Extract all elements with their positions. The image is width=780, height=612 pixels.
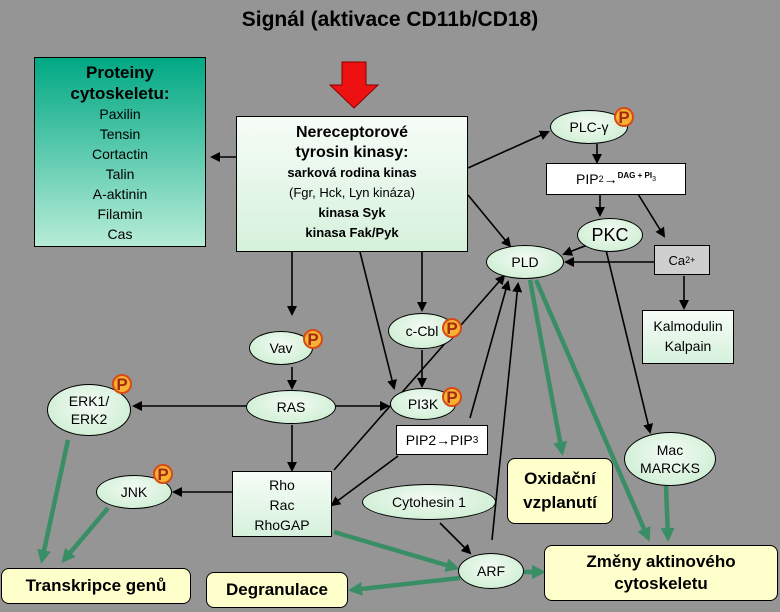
pip2-label: PIP	[576, 171, 599, 187]
arrow-pi3k-pld	[469, 280, 511, 419]
pip2pip3-b: PIP	[450, 432, 473, 448]
arrow-kinases-plc	[467, 130, 550, 169]
phosphorylation-badge-icon: P	[112, 374, 132, 394]
arrow-cytohesin-arf	[439, 522, 472, 555]
tyrosine-kinases-box: Nereceptorové tyrosin kinasy: sarková ro…	[236, 116, 468, 252]
diagram-title: Signál (aktivace CD11b/CD18)	[241, 8, 539, 31]
arrow-kinases-pi3k	[359, 251, 397, 390]
phosphorylation-badge-icon: P	[442, 318, 462, 338]
zmeny-line-2: cytoskeletu	[614, 574, 708, 593]
erk2-label: ERK2	[70, 411, 108, 427]
pip2-arrow: →	[603, 171, 618, 187]
proteins-heading-1: Proteiny	[85, 63, 155, 82]
pip2pip3-a: PIP2	[405, 432, 437, 448]
phosphorylation-badge-icon: P	[153, 464, 173, 484]
cytohesin-label: Cytohesin 1	[392, 494, 466, 510]
oxid-line-2: vzplanutí	[523, 493, 597, 512]
kinases-sarc-detail: (Fgr, Hck, Lyn kináza)	[289, 185, 415, 200]
kalmodulin-label: Kalmodulin	[653, 318, 723, 334]
phosphorylation-badge-icon: P	[614, 107, 634, 127]
zmeny-line-1: Změny aktinového	[586, 552, 736, 571]
signal-arrow	[328, 61, 380, 109]
arrow-rho-pld	[333, 274, 506, 471]
green-arrow-rho-arf	[333, 529, 460, 572]
kinases-heading-2: tyrosin kinasy:	[295, 144, 409, 161]
protein-item: A-aktinin	[92, 186, 148, 202]
cytoskeleton-proteins-box: Proteiny cytoskeletu: Paxilin Tensin Cor…	[34, 57, 206, 247]
pi3k-label: PI3K	[407, 396, 439, 412]
rac-label: Rac	[269, 497, 295, 513]
green-arrow-arf-degranulace	[348, 575, 461, 596]
kinases-syk: kinasa Syk	[318, 205, 386, 220]
green-arrow-mac-zmeny	[660, 485, 675, 542]
arrow-arf-pld	[491, 282, 523, 541]
vav-node: Vav	[249, 331, 313, 365]
protein-item: Paxilin	[99, 106, 141, 122]
jnk-label: JNK	[120, 484, 148, 500]
phosphorylation-badge-icon: P	[303, 329, 323, 349]
protein-item: Talin	[105, 166, 135, 182]
gene-transcription-box: Transkripce genů	[1, 568, 191, 604]
ras-label: RAS	[276, 399, 306, 415]
kinases-heading-1: Nereceptorové	[295, 124, 409, 141]
vav-label: Vav	[269, 340, 293, 356]
degranulation-box: Degranulace	[206, 572, 348, 608]
oxidative-burst-box: Oxidační vzplanutí	[507, 458, 613, 524]
rho-label: Rho	[269, 477, 295, 493]
actin-cytoskeleton-changes-box: Změny aktinového cytoskeletu	[544, 545, 778, 601]
kinases-sarc: sarková rodina kinas	[287, 165, 417, 180]
pkc-label: PKC	[591, 224, 629, 245]
plc-label: PLC-	[569, 119, 602, 135]
arf-node: ARF	[458, 553, 524, 589]
pld-label: PLD	[511, 254, 539, 270]
arrow-kinases-pld	[467, 194, 512, 248]
pip2-products-sub: 3	[652, 175, 656, 183]
cytohesin-node: Cytohesin 1	[362, 484, 496, 520]
arrow-pkc-mac	[605, 249, 653, 434]
kinases-fak: kinasa Fak/Pyk	[305, 225, 399, 240]
pip2-products: DAG + PI	[617, 170, 653, 180]
ccbl-label: c-Cbl	[405, 323, 439, 339]
pld-node: PLD	[486, 245, 564, 279]
proteins-heading-2: cytoskeletu:	[70, 84, 170, 103]
erk1-label: ERK1/	[68, 393, 110, 409]
protein-item: Cortactin	[91, 146, 149, 162]
protein-item: Filamin	[97, 206, 143, 222]
green-arrow-jnk-transkripce	[61, 506, 110, 564]
plc-gamma-node: PLC-γ	[550, 110, 628, 144]
transkripce-label: Transkripce genů	[25, 576, 167, 595]
arrow-pip2-ca	[637, 193, 666, 238]
phosphorylation-badge-icon: P	[442, 387, 462, 407]
arrow-pip3-rho	[330, 455, 399, 507]
arf-label: ARF	[477, 563, 505, 579]
pip2pip3-arrow: →	[436, 432, 451, 448]
kalmodulin-box: Kalmodulin Kalpain	[642, 310, 734, 364]
ca-sup: 2+	[685, 255, 696, 265]
gamma-symbol: γ	[601, 119, 609, 135]
rho-rac-box: Rho Rac RhoGAP	[232, 471, 332, 537]
mac-label: Mac	[656, 442, 684, 458]
green-arrow-pld-zmeny	[533, 279, 651, 542]
pip2pip3-b-sub: 3	[472, 434, 479, 446]
ras-node: RAS	[246, 390, 336, 424]
kalpain-label: Kalpain	[664, 338, 712, 354]
jnk-node: JNK	[96, 475, 172, 509]
rhogap-label: RhoGAP	[254, 517, 310, 533]
protein-item: Cas	[107, 226, 133, 242]
pkc-node: PKC	[577, 218, 643, 252]
marcks-label: MARCKS	[640, 460, 700, 476]
oxid-line-1: Oxidační	[524, 469, 596, 488]
pip2-sub: 2	[598, 174, 604, 184]
ca-label: Ca	[668, 252, 686, 268]
green-arrow-erk-transkripce	[37, 439, 71, 564]
mac-marcks-node: Mac MARCKS	[624, 432, 716, 486]
green-arrow-pld-oxid	[527, 279, 568, 456]
protein-item: Tensin	[99, 126, 141, 142]
degranulace-label: Degranulace	[225, 580, 329, 599]
